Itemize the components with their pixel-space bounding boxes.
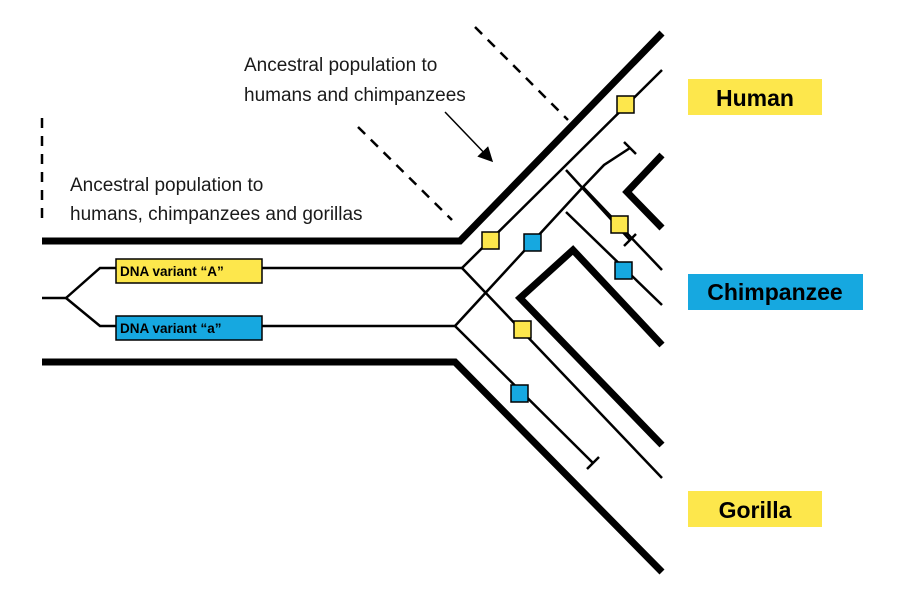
arrow-to-ancestral-population [444,111,494,163]
species-label-gorilla: Gorilla [688,491,822,527]
gorilla-box [688,491,822,527]
end-tick-middle [623,233,637,247]
chimpanzee-text: Chimpanzee [707,279,842,305]
human-box [688,79,822,115]
variant-A-box [115,258,263,284]
variant-a-square [510,384,529,403]
human-chimp-split-boundary [622,152,665,231]
variant-A-square [481,231,500,250]
variant-a-square [523,233,542,252]
variant-A-text: DNA variant “A” [120,264,224,279]
lineage-to-human-2 [582,146,631,188]
outer-bottom-boundary [42,358,665,575]
ancestral-hc-line1: Ancestral population to [244,55,437,76]
ancestral-hcg-line2: humans, chimpanzees and gorillas [70,204,363,225]
outer-top-boundary [42,30,665,245]
lineage-A-branch-down [461,267,663,479]
variant-A-square [616,95,635,114]
dashed-marker-top [474,26,569,121]
extinction-ticks [586,141,637,470]
ancestral-hcg-line1: Ancestral population to [70,175,263,196]
human-text: Human [716,85,794,111]
variant-A-square [513,320,532,339]
lineage-variant-a [65,297,455,328]
dashed-marker-middle [357,126,453,221]
time-markers [40,26,569,222]
lineage-variant-A [65,266,462,299]
chimp-gorilla-split-boundary [514,245,665,448]
lineage-a-up [454,186,584,327]
variant-a-text: DNA variant “a” [120,321,222,336]
end-tick-lower [586,456,600,470]
species-label-chimpanzee: Chimpanzee [688,274,863,310]
ancestral-hc-line2: humans and chimpanzees [244,85,466,106]
lineage-gorilla [565,211,663,306]
end-tick-upper [623,141,637,155]
variant-A-square [610,215,629,234]
dna-variant-A-label: DNA variant “A” [115,258,263,284]
dna-variant-a-label: DNA variant “a” [115,315,263,341]
species-label-human: Human [688,79,822,115]
chimpanzee-box [688,274,863,310]
variant-markers [481,95,635,403]
variant-a-box [115,315,263,341]
population-boundaries [42,30,665,575]
variant-a-square [614,261,633,280]
gorilla-text: Gorilla [719,497,792,523]
